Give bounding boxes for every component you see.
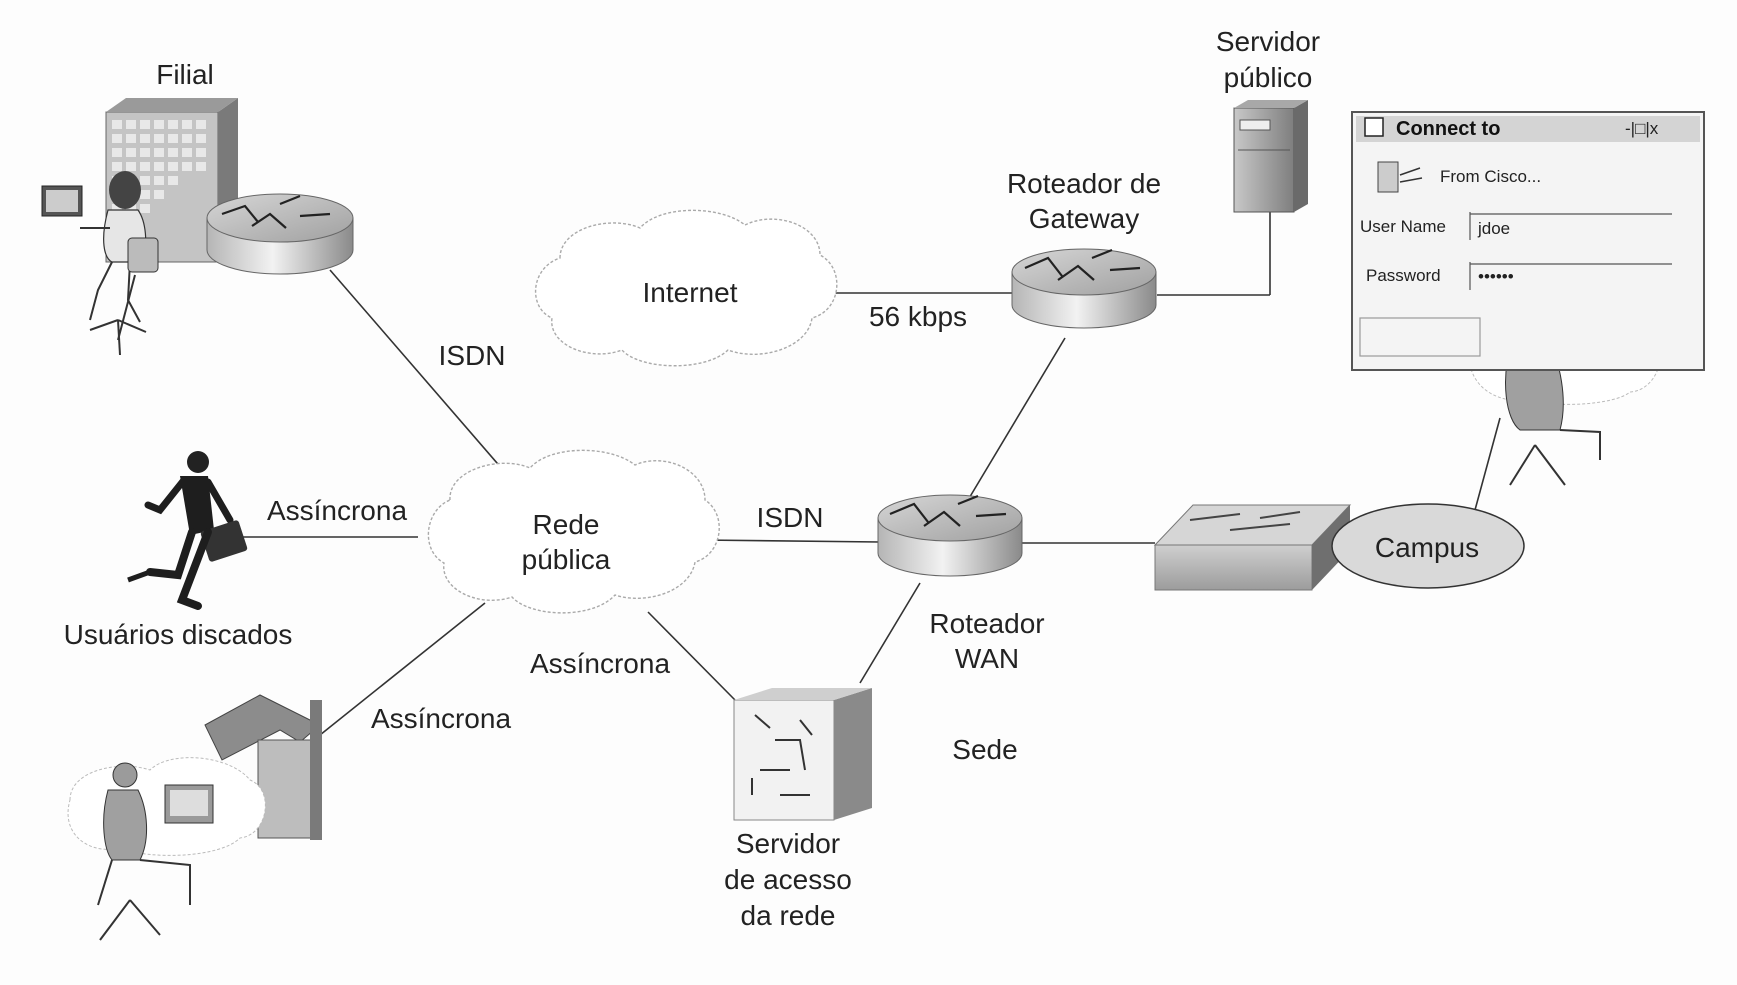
label-servidor-publico-2: público: [1224, 62, 1313, 93]
label-internet: Internet: [643, 277, 738, 308]
label-56kbps: 56 kbps: [869, 301, 967, 332]
dialup-user-icon: [127, 451, 248, 610]
label-servidor-acesso-2: de acesso: [724, 864, 852, 895]
labels: Filial Servidor público Roteador de Gate…: [64, 26, 1480, 931]
username-label: User Name: [1360, 217, 1446, 236]
window-controls[interactable]: -|□|x: [1625, 119, 1659, 138]
label-usuarios-discados: Usuários discados: [64, 619, 293, 650]
label-roteador-wan-2: WAN: [955, 643, 1019, 674]
username-field[interactable]: jdoe: [1477, 219, 1510, 238]
label-roteador-wan-1: Roteador: [929, 608, 1044, 639]
password-label: Password: [1366, 266, 1441, 285]
link-campus-user: [1474, 417, 1501, 511]
rede-publica-cloud: [427, 449, 720, 614]
access-server-icon: [733, 688, 872, 821]
label-sede: Sede: [952, 734, 1017, 765]
label-rede-publica-1: Rede: [533, 509, 600, 540]
label-isdn-wan: ISDN: [757, 502, 824, 533]
campus-switch-icon: [1153, 504, 1352, 591]
dialog-title: Connect to: [1396, 118, 1500, 140]
label-rede-publica-2: pública: [522, 544, 611, 575]
filial-user-icon: [41, 171, 159, 356]
link-casa-rede: [319, 602, 486, 736]
label-isdn-filial: ISDN: [439, 340, 506, 371]
campus-ellipse: [1331, 503, 1525, 589]
connect-dialog: Connect to -|□|x From Cisco... User Name…: [1351, 111, 1705, 371]
link-rede-servidor-acesso: [647, 611, 736, 701]
password-field[interactable]: ••••••: [1478, 267, 1514, 286]
phone-icon: [1377, 161, 1423, 193]
label-assincrona-usuarios: Assíncrona: [267, 495, 407, 526]
internet-cloud: [535, 209, 838, 367]
home-office-icon: [67, 694, 322, 941]
link-filial-rede: [329, 269, 511, 479]
label-assincrona-servidor: Assíncrona: [530, 648, 670, 679]
label-assincrona-casa: Assíncrona: [371, 703, 511, 734]
public-server-icon: [1233, 100, 1308, 213]
label-roteador-gateway-1: Roteador de: [1007, 168, 1161, 199]
filial-router-icon: [206, 193, 354, 275]
link-rede-roteador-wan: [699, 539, 881, 543]
link-servidor-acesso-roteador: [859, 582, 921, 684]
connection-lines: [242, 212, 1501, 736]
wan-router-icon: [877, 494, 1023, 577]
window-icon: [1364, 117, 1384, 137]
label-campus: Campus: [1375, 532, 1479, 563]
label-servidor-publico-1: Servidor: [1216, 26, 1320, 57]
label-servidor-acesso-3: da rede: [741, 900, 836, 931]
dialog-button[interactable]: [1359, 317, 1481, 357]
label-servidor-acesso-1: Servidor: [736, 828, 840, 859]
link-wan-gateway: [967, 337, 1066, 501]
gateway-router-icon: [1011, 248, 1157, 329]
dialog-from: From Cisco...: [1440, 167, 1541, 186]
label-filial: Filial: [156, 59, 214, 90]
label-roteador-gateway-2: Gateway: [1029, 203, 1140, 234]
